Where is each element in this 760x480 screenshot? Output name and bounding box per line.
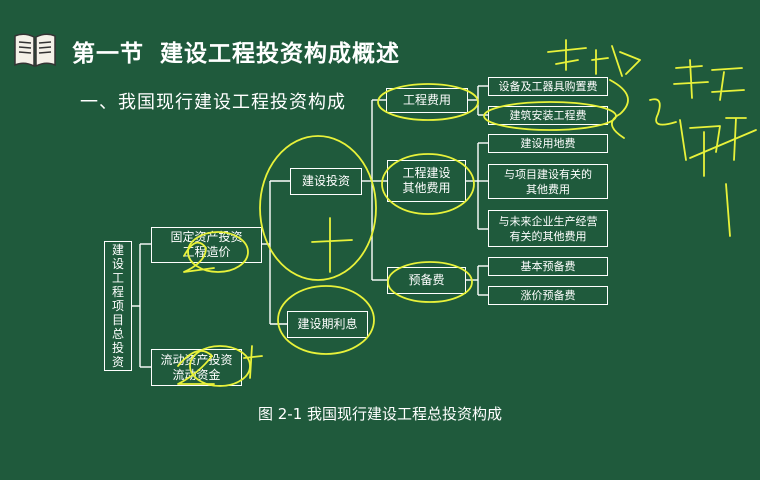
ink-circle-fixed <box>187 231 249 273</box>
future-operations-line2: 有关的其他费用 <box>509 229 587 243</box>
book-icon <box>14 33 56 68</box>
construction-investment-label: 建设投资 <box>301 174 350 188</box>
ink-strike <box>689 129 757 159</box>
equipment-label: 设备及工器具购置费 <box>498 80 598 93</box>
equipment-box: 设备及工器具购置费 <box>488 77 608 96</box>
current-assets-label: 流动资产投资 <box>160 352 233 367</box>
future-operations-box: 与未来企业生产经营 有关的其他费用 <box>488 210 608 247</box>
ink-plus-middle <box>311 217 353 273</box>
price-reserve-box: 涨价预备费 <box>488 286 608 305</box>
basic-reserve-label: 基本预备费 <box>520 260 576 273</box>
land-label: 建设用地费 <box>520 137 576 150</box>
installation-box: 建筑安装工程费 <box>488 106 608 125</box>
root-total-investment-box: 建设工程项目总投资 <box>104 241 132 371</box>
land-box: 建设用地费 <box>488 134 608 153</box>
basic-reserve-box: 基本预备费 <box>488 257 608 276</box>
ink-circle-other-costs <box>381 153 475 215</box>
other-costs-line2: 其他费用 <box>402 181 451 195</box>
interest-box: 建设期利息 <box>287 311 368 338</box>
construction-investment-box: 建设投资 <box>290 168 362 195</box>
ink-handwriting-2 <box>673 59 745 101</box>
ink-circle-reserve <box>387 261 473 303</box>
reserve-label: 预备费 <box>408 273 445 287</box>
ink-circle-interest <box>277 285 375 355</box>
future-operations-line1: 与未来企业生产经营 <box>498 214 598 228</box>
ink-circle-installation <box>483 101 617 131</box>
ink-tick-right <box>725 183 731 237</box>
other-costs-line1: 工程建设 <box>402 166 451 180</box>
section-heading: 第一节建设工程投资构成概述 <box>72 34 400 68</box>
ink-handwriting-3 <box>649 98 747 177</box>
section-number: 第一节 <box>72 41 144 67</box>
ink-bracket <box>609 79 629 139</box>
ink-handwriting-1 <box>547 39 641 77</box>
other-costs-box: 工程建设 其他费用 <box>387 160 466 202</box>
ink-number-1 <box>183 241 215 273</box>
working-capital-label: 流动资金 <box>172 367 221 382</box>
ink-number-2 <box>177 349 215 385</box>
installation-label: 建筑安装工程费 <box>509 109 587 122</box>
ink-circle-engineering-cost <box>377 83 479 121</box>
subheading: 一、我国现行建设工程投资构成 <box>80 92 346 113</box>
project-related-box: 与项目建设有关的 其他费用 <box>488 164 608 199</box>
engineering-cost-box: 工程费用 <box>386 88 468 113</box>
engineering-cost-label: 工程造价 <box>182 245 231 259</box>
engineering-cost-label-l3: 工程费用 <box>402 93 451 107</box>
project-related-line2: 其他费用 <box>526 182 570 196</box>
price-reserve-label: 涨价预备费 <box>520 289 576 302</box>
figure-caption: 图 2-1 我国现行建设工程总投资构成 <box>257 405 503 423</box>
ink-circle-current <box>189 345 251 387</box>
current-assets-box: 流动资产投资 流动资金 <box>151 349 242 386</box>
ink-plus-bottom <box>243 345 263 379</box>
ink-circle-construction-investment <box>259 135 377 281</box>
root-label: 建设工程项目总投资 <box>111 243 124 369</box>
section-title: 建设工程投资构成概述 <box>160 41 400 67</box>
interest-label: 建设期利息 <box>297 317 358 331</box>
fixed-assets-label: 固定资产投资 <box>170 230 243 244</box>
project-related-line1: 与项目建设有关的 <box>504 167 592 181</box>
